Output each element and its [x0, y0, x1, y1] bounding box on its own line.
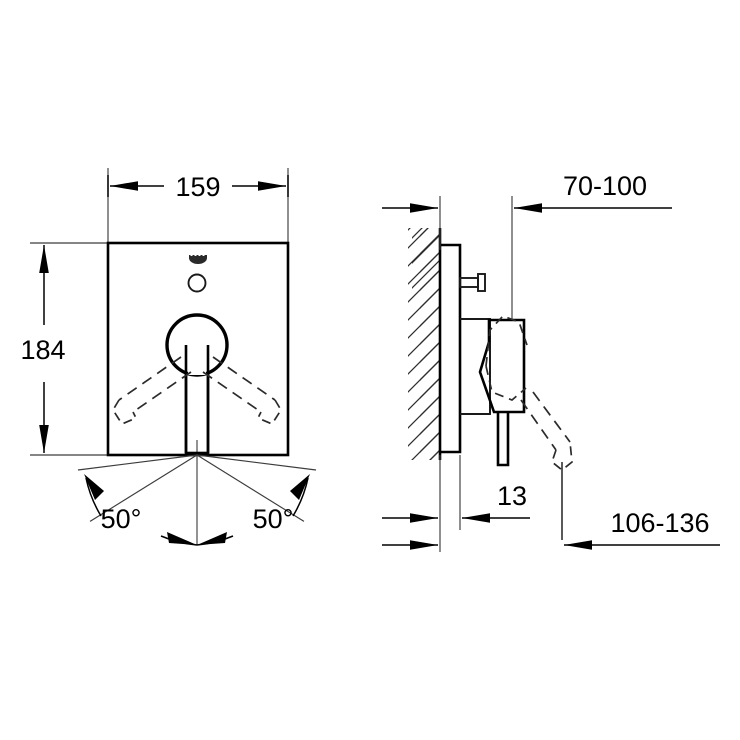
- angle-ext-left: [89, 454, 198, 522]
- angle-ext-right: [196, 454, 305, 522]
- dim-70-100-group: 70-100: [382, 171, 672, 213]
- dim-angle-right-group: 50°: [196, 474, 310, 546]
- wall-hatch-extra: [412, 228, 440, 289]
- dim-159-group: 159: [107, 172, 289, 202]
- lever-phantom-left: [111, 356, 192, 426]
- dim-13-group: 13: [382, 481, 530, 523]
- lever-handle-body: [478, 318, 526, 414]
- indicator-circle: [187, 273, 207, 293]
- dim-184-group: 184: [20, 245, 66, 453]
- grohe-logo-mark: [189, 253, 207, 264]
- dim-184-label: 184: [20, 335, 65, 365]
- dim-159-label: 159: [175, 172, 220, 202]
- dim-106-136-label: 106-136: [610, 508, 709, 538]
- dim-angle-left-group: 50°: [84, 474, 198, 546]
- lever-phantom-right: [202, 356, 283, 426]
- lever-arm: [496, 412, 510, 467]
- dim-angle-left-label: 50°: [101, 504, 142, 534]
- front-view-group: 159 184: [20, 168, 317, 546]
- dim-13-label: 13: [497, 481, 527, 511]
- dim-106-136-group: 106-136: [382, 508, 720, 550]
- dim-70-100-label: 70-100: [563, 171, 647, 201]
- lever-phantom-side: [485, 315, 528, 401]
- wall-hatch-left: [408, 228, 440, 460]
- dim-angle-right-label: 50°: [253, 504, 294, 534]
- side-view-group: 70-100 13 106-136: [382, 171, 720, 552]
- mounting-pin: [459, 273, 486, 292]
- escutcheon-profile: [440, 243, 462, 454]
- lever-phantom-down: [520, 391, 573, 472]
